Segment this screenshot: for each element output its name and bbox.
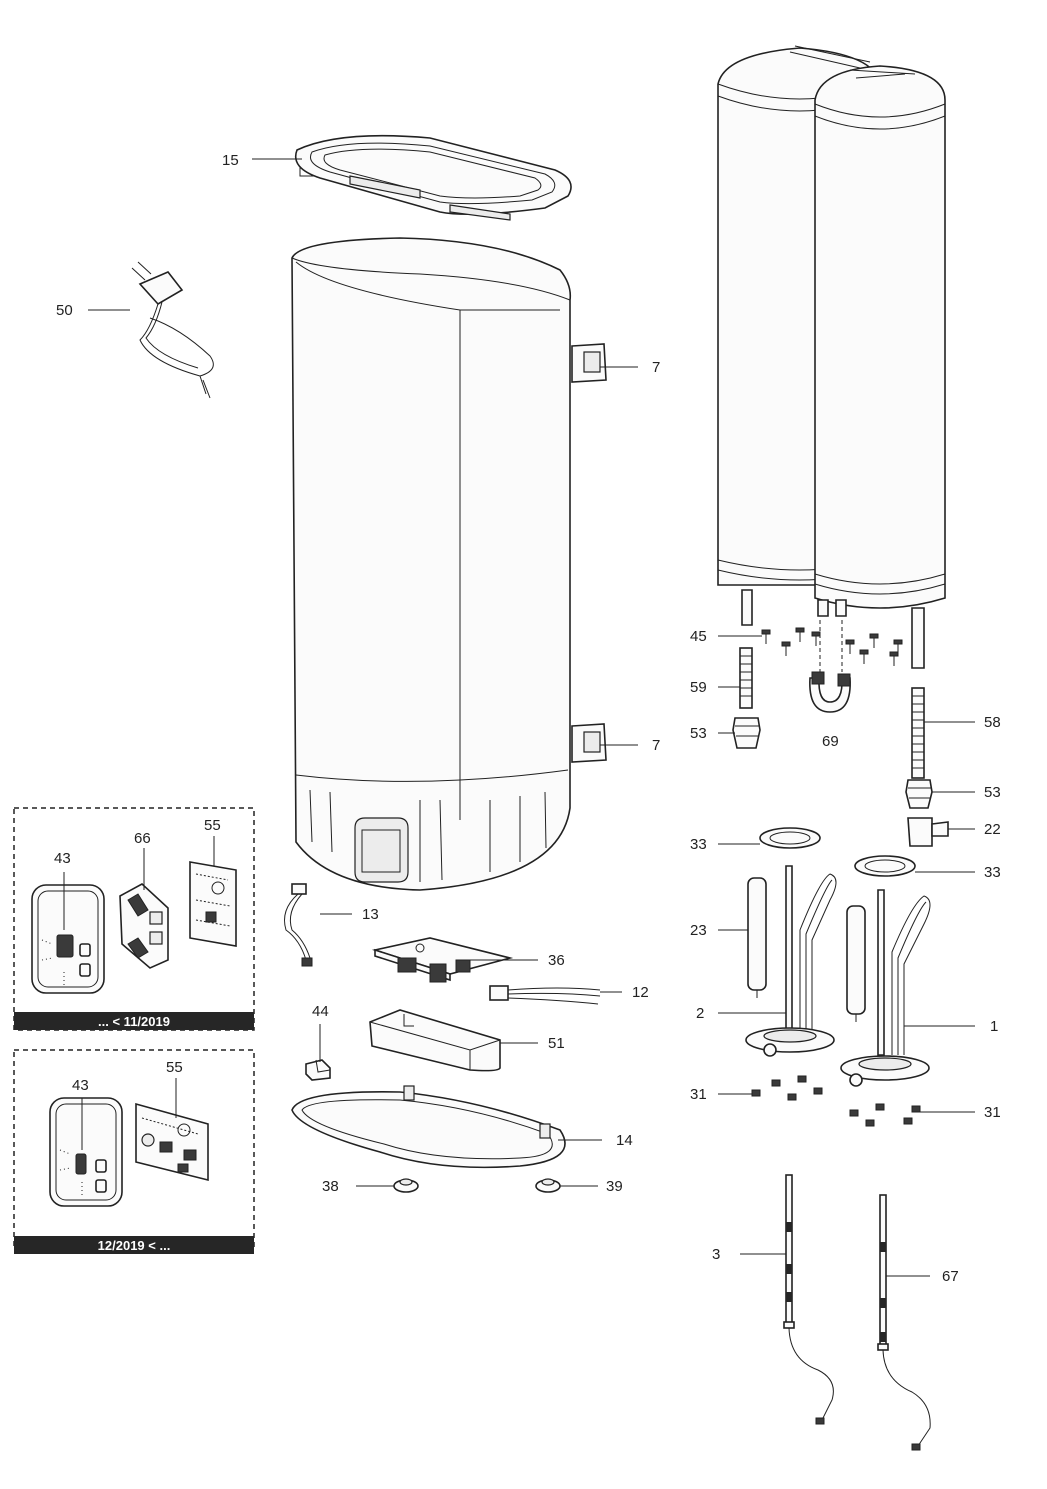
callout-23: 23 xyxy=(690,922,707,939)
front-tank-part xyxy=(814,65,946,669)
nuts-31-right-part xyxy=(849,1103,921,1127)
u-connector-69-part xyxy=(809,620,851,713)
foot-39-part xyxy=(535,1178,561,1193)
callout-43-new: 43 xyxy=(72,1077,89,1094)
top-cover-part xyxy=(295,134,572,221)
callout-1: 1 xyxy=(990,1018,998,1035)
callout-66: 66 xyxy=(134,830,151,847)
leader-lines xyxy=(63,158,975,1277)
callout-58: 58 xyxy=(984,714,1001,731)
pipe-58-part xyxy=(911,687,925,779)
callout-51: 51 xyxy=(548,1035,565,1052)
callout-55-new: 55 xyxy=(166,1059,183,1076)
callout-59: 59 xyxy=(690,679,707,696)
callout-53-left: 53 xyxy=(690,725,707,742)
callout-33-left: 33 xyxy=(690,836,707,853)
callout-15: 15 xyxy=(222,152,239,169)
circuit-board-36-part xyxy=(371,937,514,983)
control-panel-43-new-part xyxy=(49,1097,123,1207)
heating-element-2-part xyxy=(745,865,837,1057)
callout-53-right: 53 xyxy=(984,784,1001,801)
callout-67: 67 xyxy=(942,1268,959,1285)
foot-38-part xyxy=(393,1178,419,1193)
callout-36: 36 xyxy=(548,952,565,969)
callout-55-old: 55 xyxy=(204,817,221,834)
callout-39: 39 xyxy=(606,1178,623,1195)
clip-44-part xyxy=(305,1059,331,1081)
callout-31-left: 31 xyxy=(690,1086,707,1103)
version-box-old xyxy=(13,807,255,1031)
cable-13-part xyxy=(284,883,313,967)
screws-45-part xyxy=(761,627,903,666)
fitting-53-right-part xyxy=(905,779,933,809)
callout-7-top: 7 xyxy=(652,359,660,376)
callout-44: 44 xyxy=(312,1003,329,1020)
gasket-33-left-part xyxy=(759,827,821,849)
nuts-31-left-part xyxy=(751,1075,823,1101)
callout-2: 2 xyxy=(696,1005,704,1022)
power-cord-part xyxy=(131,261,214,399)
version-box-new xyxy=(13,1049,255,1254)
callout-12: 12 xyxy=(632,984,649,1001)
sensor-67-part xyxy=(877,1194,931,1451)
callout-50: 50 xyxy=(56,302,73,319)
control-board-55-old-part xyxy=(189,861,237,947)
heating-element-1-part xyxy=(840,889,931,1087)
callout-45: 45 xyxy=(690,628,707,645)
tray-51-part xyxy=(369,1009,501,1072)
callout-38: 38 xyxy=(322,1178,339,1195)
valve-22-part xyxy=(907,817,949,847)
callout-3: 3 xyxy=(712,1246,720,1263)
callout-22: 22 xyxy=(984,821,1001,838)
version-label-new: 12/2019 < ... xyxy=(98,1238,171,1253)
anode-23-left-part xyxy=(747,877,767,998)
base-frame-14-part xyxy=(291,1085,566,1169)
version-label-old: ... < 11/2019 xyxy=(98,1014,170,1029)
sensor-3-part xyxy=(783,1174,834,1425)
control-board-55-new-part xyxy=(135,1102,209,1182)
callout-43-old: 43 xyxy=(54,850,71,867)
callout-13: 13 xyxy=(362,906,379,923)
bracket-66-part xyxy=(119,883,169,969)
control-panel-43-old-part xyxy=(31,884,105,994)
gasket-33-right-part xyxy=(854,855,916,877)
pipe-59-part xyxy=(739,647,753,709)
outer-casing-part xyxy=(291,237,572,891)
fitting-53-left-part xyxy=(732,717,761,749)
callout-7-bottom: 7 xyxy=(652,737,660,754)
callout-31-right: 31 xyxy=(984,1104,1001,1121)
callout-69: 69 xyxy=(822,733,839,750)
wall-bracket-bottom-part xyxy=(571,723,607,763)
callout-33-right: 33 xyxy=(984,864,1001,881)
wire-harness-12-part xyxy=(489,985,601,1005)
wall-bracket-top-part xyxy=(571,343,607,383)
callout-labels: 15 50 7 7 45 59 53 69 58 53 22 33 33 23 … xyxy=(54,152,1001,1285)
callout-14: 14 xyxy=(616,1132,633,1149)
anode-right-part xyxy=(846,905,866,1022)
